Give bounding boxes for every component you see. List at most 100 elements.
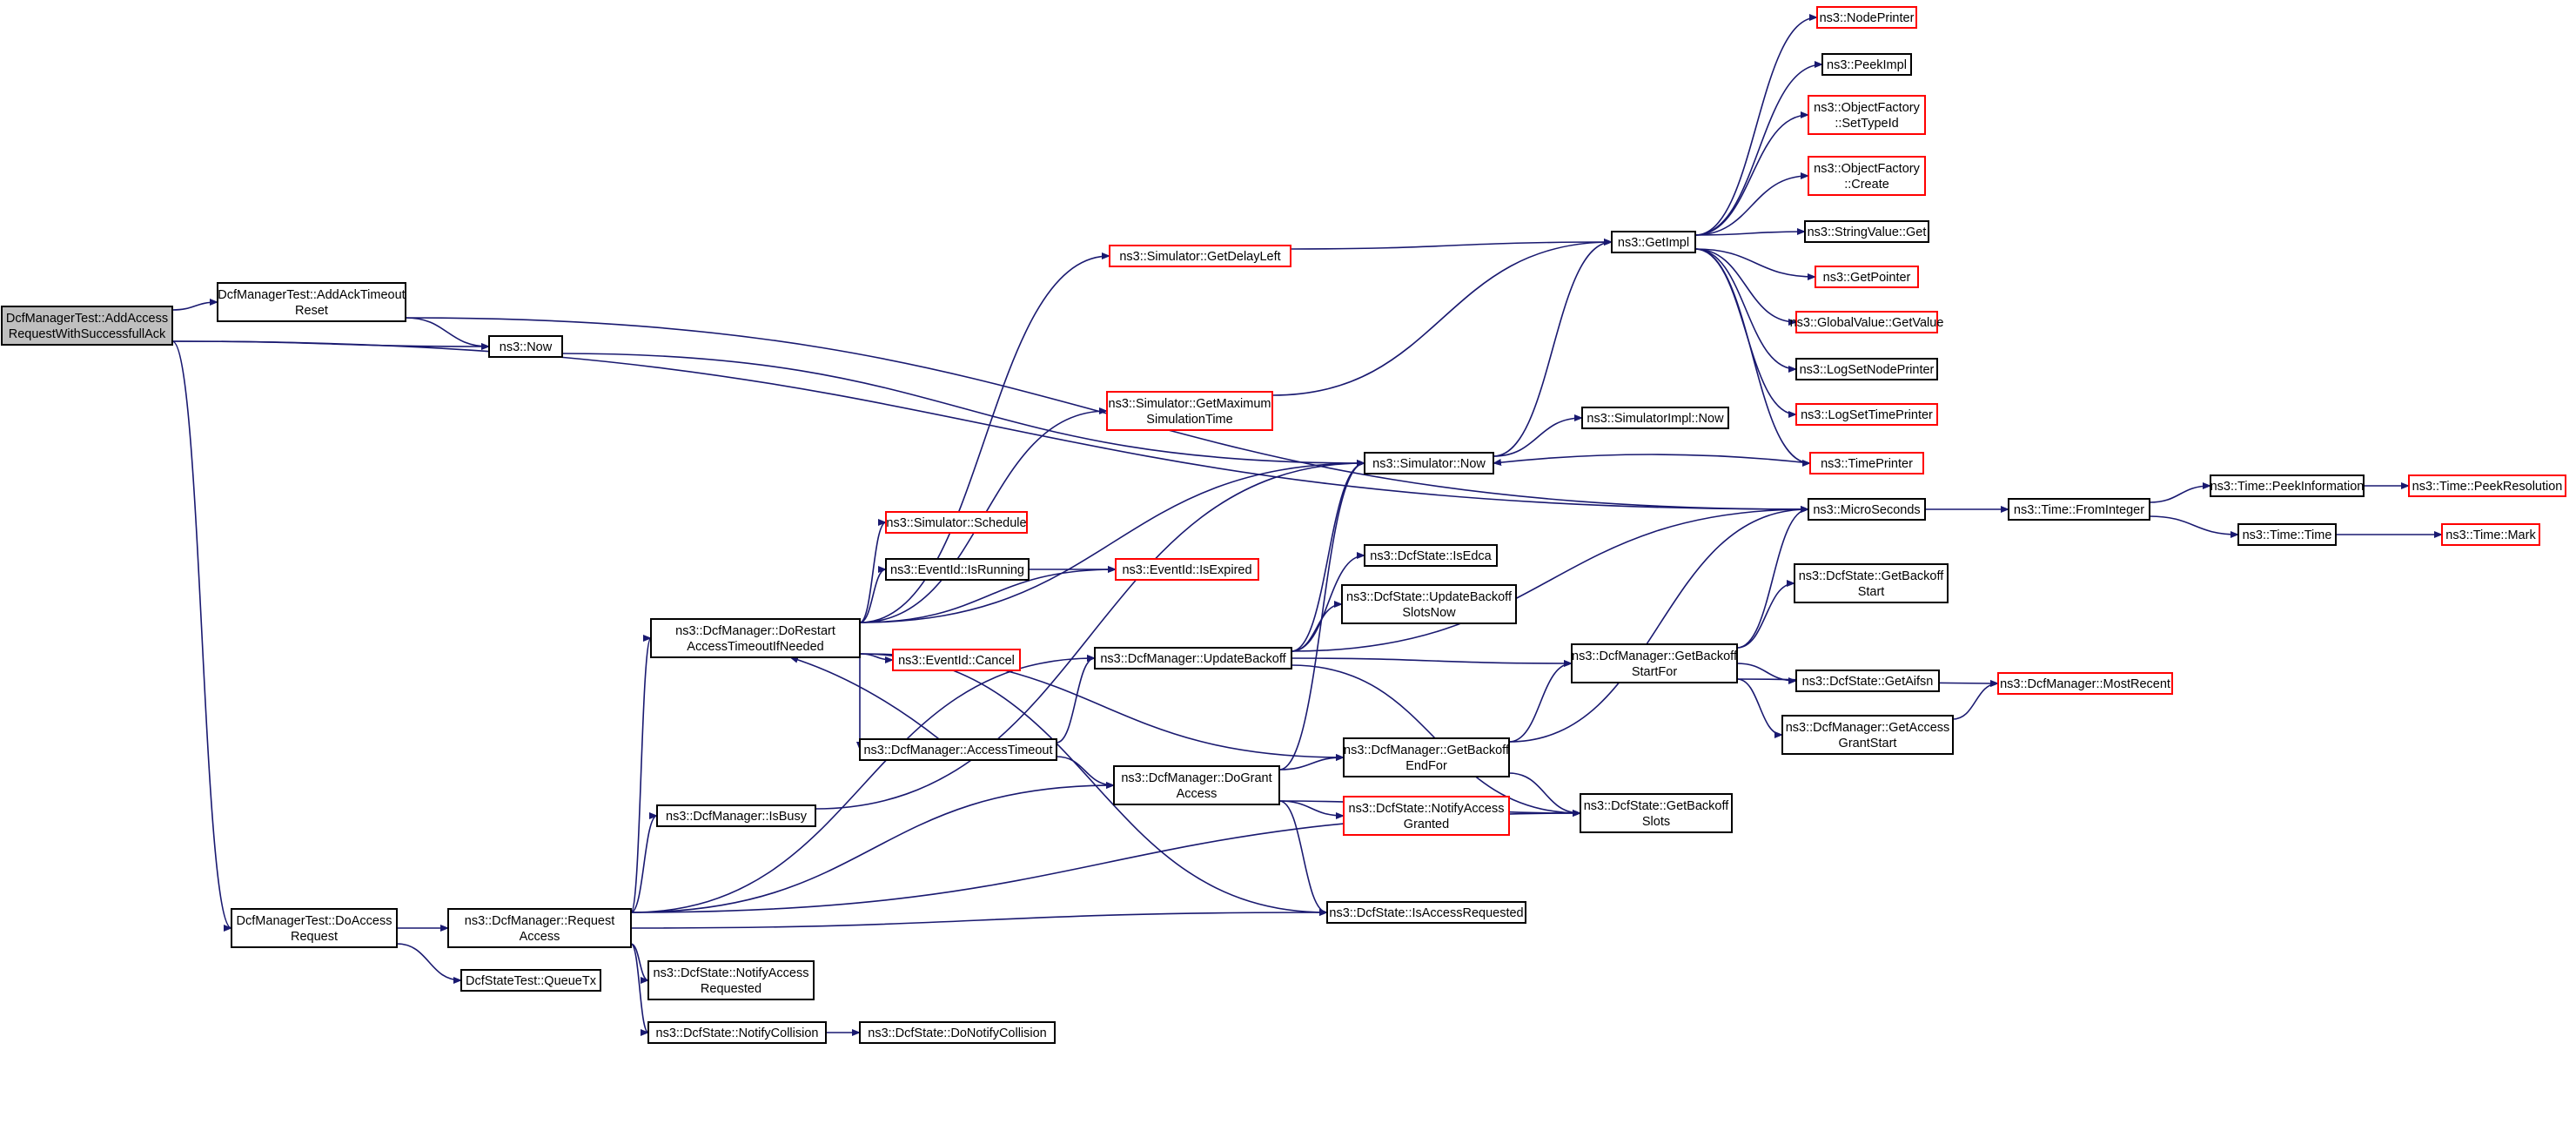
node-box[interactable]: [859, 1021, 1056, 1044]
node-getImpl[interactable]: ns3::GetImpl: [1611, 231, 1696, 253]
node-box[interactable]: [1808, 156, 1926, 196]
node-now[interactable]: ns3::Now: [488, 335, 563, 358]
node-isAccessRequested[interactable]: ns3::DcfState::IsAccessRequested: [1326, 901, 1526, 924]
node-box[interactable]: [1821, 53, 1912, 76]
node-queueTx[interactable]: DcfStateTest::QueueTx: [460, 969, 601, 992]
node-box[interactable]: [1343, 737, 1510, 777]
node-box[interactable]: [1781, 715, 1954, 755]
node-timePrinter[interactable]: ns3::TimePrinter: [1809, 452, 1924, 474]
node-box[interactable]: [1816, 6, 1917, 29]
node-box[interactable]: [2210, 474, 2365, 497]
node-box[interactable]: [1115, 558, 1259, 581]
node-stringValueGet[interactable]: ns3::StringValue::Get: [1804, 220, 1929, 243]
node-isExpired[interactable]: ns3::EventId::IsExpired: [1115, 558, 1259, 581]
node-box[interactable]: [1795, 670, 1940, 692]
node-box[interactable]: [2408, 474, 2566, 497]
node-box[interactable]: [1341, 584, 1517, 624]
node-box[interactable]: [1808, 498, 1926, 521]
node-box[interactable]: [1364, 544, 1498, 567]
node-box[interactable]: [1795, 403, 1938, 426]
node-box[interactable]: [647, 1021, 827, 1044]
node-updateBackoff[interactable]: ns3::DcfManager::UpdateBackoff: [1094, 647, 1292, 670]
node-logSetNodePrinter[interactable]: ns3::LogSetNodePrinter: [1795, 358, 1938, 380]
node-isEdca[interactable]: ns3::DcfState::IsEdca: [1364, 544, 1498, 567]
node-box[interactable]: [650, 618, 861, 658]
node-box[interactable]: [1094, 647, 1292, 670]
node-box[interactable]: [1808, 95, 1926, 135]
node-globalValueGet[interactable]: ns3::GlobalValue::GetValue: [1790, 311, 1944, 333]
node-doRestart[interactable]: ns3::DcfManager::DoRestartAccessTimeoutI…: [650, 618, 861, 658]
node-cancel[interactable]: ns3::EventId::Cancel: [892, 649, 1021, 671]
node-notifyCollision[interactable]: ns3::DcfState::NotifyCollision: [647, 1021, 827, 1044]
node-box[interactable]: [1326, 901, 1526, 924]
node-nodePrinter[interactable]: ns3::NodePrinter: [1816, 6, 1917, 29]
node-schedule[interactable]: ns3::Simulator::Schedule: [885, 511, 1028, 534]
node-getDelayLeft[interactable]: ns3::Simulator::GetDelayLeft: [1109, 245, 1291, 267]
node-isBusy[interactable]: ns3::DcfManager::IsBusy: [656, 804, 816, 827]
node-box[interactable]: [1343, 796, 1510, 836]
node-setTypeId[interactable]: ns3::ObjectFactory::SetTypeId: [1808, 95, 1926, 135]
node-box[interactable]: [885, 511, 1028, 534]
node-peekResolution[interactable]: ns3::Time::PeekResolution: [2408, 474, 2566, 497]
node-box[interactable]: [1795, 311, 1938, 333]
node-box[interactable]: [1, 306, 173, 346]
node-box[interactable]: [656, 804, 816, 827]
node-box[interactable]: [1611, 231, 1696, 253]
node-box[interactable]: [1364, 452, 1494, 474]
node-box[interactable]: [1571, 643, 1738, 683]
node-box[interactable]: [1795, 358, 1938, 380]
node-box[interactable]: [2237, 523, 2337, 546]
node-logSetTimePrinter[interactable]: ns3::LogSetTimePrinter: [1795, 403, 1938, 426]
node-box[interactable]: [447, 908, 632, 948]
node-box[interactable]: [2441, 523, 2540, 546]
node-getAifsn[interactable]: ns3::DcfState::GetAifsn: [1795, 670, 1940, 692]
node-box[interactable]: [1997, 672, 2173, 695]
node-accessTimeout[interactable]: ns3::DcfManager::AccessTimeout: [859, 738, 1057, 761]
node-box[interactable]: [460, 969, 601, 992]
node-ofCreate[interactable]: ns3::ObjectFactory::Create: [1808, 156, 1926, 196]
node-timeTime[interactable]: ns3::Time::Time: [2237, 523, 2337, 546]
node-box[interactable]: [1809, 452, 1924, 474]
node-mostRecent[interactable]: ns3::DcfManager::MostRecent: [1997, 672, 2173, 695]
node-box[interactable]: [859, 738, 1057, 761]
node-fromInteger[interactable]: ns3::Time::FromInteger: [2008, 498, 2150, 521]
node-box[interactable]: [217, 282, 406, 322]
node-peekInformation[interactable]: ns3::Time::PeekInformation: [2210, 474, 2365, 497]
node-box[interactable]: [1815, 266, 1919, 288]
node-box[interactable]: [1794, 563, 1949, 603]
node-timeMark[interactable]: ns3::Time::Mark: [2441, 523, 2540, 546]
node-doNotifyCollision[interactable]: ns3::DcfState::DoNotifyCollision: [859, 1021, 1056, 1044]
node-microSeconds[interactable]: ns3::MicroSeconds: [1808, 498, 1926, 521]
node-root[interactable]: DcfManagerTest::AddAccessRequestWithSucc…: [1, 306, 173, 346]
node-simImplNow[interactable]: ns3::SimulatorImpl::Now: [1581, 407, 1729, 429]
node-box[interactable]: [1804, 220, 1929, 243]
node-box[interactable]: [1580, 793, 1733, 833]
node-box[interactable]: [647, 960, 815, 1000]
node-getPointer[interactable]: ns3::GetPointer: [1815, 266, 1919, 288]
node-box[interactable]: [1581, 407, 1729, 429]
node-box[interactable]: [1106, 391, 1273, 431]
node-box[interactable]: [488, 335, 563, 358]
node-box[interactable]: [892, 649, 1021, 671]
node-box[interactable]: [231, 908, 398, 948]
node-peekImpl[interactable]: ns3::PeekImpl: [1821, 53, 1912, 76]
node-simNow[interactable]: ns3::Simulator::Now: [1364, 452, 1494, 474]
node-box[interactable]: [1113, 765, 1280, 805]
node-box[interactable]: [2008, 498, 2150, 521]
node-box[interactable]: [1109, 245, 1291, 267]
node-box[interactable]: [885, 558, 1030, 581]
node-isRunning[interactable]: ns3::EventId::IsRunning: [885, 558, 1030, 581]
